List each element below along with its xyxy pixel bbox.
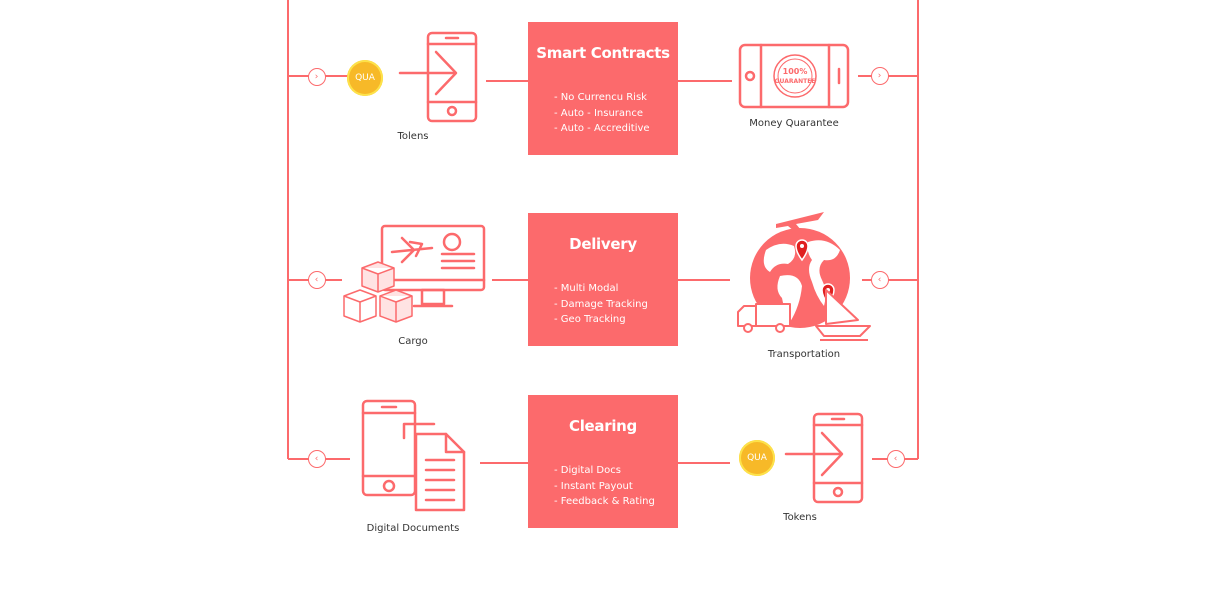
smart-contracts-box: Smart Contracts - No Currencu Risk - Aut… <box>528 22 678 155</box>
box-list: - No Currencu Risk - Auto - Insurance - … <box>554 90 650 137</box>
list-item: - Auto - Accreditive <box>554 123 650 135</box>
box-title: Smart Contracts <box>536 44 670 62</box>
guarantee-badge-line1: 100% <box>783 67 808 76</box>
caption-cargo: Cargo <box>398 336 428 347</box>
caption-tokens: Tokens <box>783 512 817 523</box>
delivery-box: Delivery - Multi Modal - Damage Tracking… <box>528 213 678 346</box>
globe-transport-icon <box>737 212 871 341</box>
caption-digital-documents: Digital Documents <box>366 523 460 534</box>
list-item: - Multi Modal <box>554 283 619 294</box>
list-item: - Instant Payout <box>554 480 633 492</box>
monitor-boxes-icon <box>343 224 486 323</box>
list-item: - Geo Tracking <box>554 314 626 326</box>
guarantee-badge-line2: GUARANTEE <box>775 78 816 85</box>
caption-money-guarantee: Money Quarantee <box>749 118 839 129</box>
box-title: Delivery <box>569 235 637 253</box>
qua-token-coin: QUA <box>739 440 775 476</box>
box-list: - Digital Docs - Instant Payout - Feedba… <box>554 463 655 510</box>
box-title: Clearing <box>568 417 637 435</box>
list-item: - No Currencu Risk <box>554 92 647 103</box>
chevron-right-icon[interactable]: › <box>307 67 326 86</box>
list-item: - Feedback & Rating <box>554 496 655 508</box>
clearing-box: Clearing - Digital Docs - Instant Payout… <box>528 395 678 528</box>
phone-arrow-in-icon <box>784 412 864 504</box>
chevron-left-icon[interactable]: ‹ <box>870 270 889 289</box>
list-item: - Digital Docs <box>554 465 621 476</box>
chevron-right-icon[interactable]: › <box>870 66 889 85</box>
chevron-left-icon[interactable]: ‹ <box>307 449 326 468</box>
qua-token-coin: QUA <box>347 60 383 96</box>
box-list: - Multi Modal - Damage Tracking - Geo Tr… <box>554 281 648 328</box>
caption-transportation: Transportation <box>767 349 841 360</box>
list-item: - Damage Tracking <box>554 298 648 310</box>
chevron-left-icon[interactable]: ‹ <box>307 270 326 289</box>
phone-documents-icon <box>361 399 466 512</box>
phone-landscape-guarantee-icon: 100% GUARANTEE <box>738 43 850 109</box>
phone-arrow-in-icon <box>398 31 478 123</box>
chevron-left-icon[interactable]: ‹ <box>886 449 905 468</box>
caption-tolens: Tolens <box>397 131 429 142</box>
list-item: - Auto - Insurance <box>554 107 644 119</box>
